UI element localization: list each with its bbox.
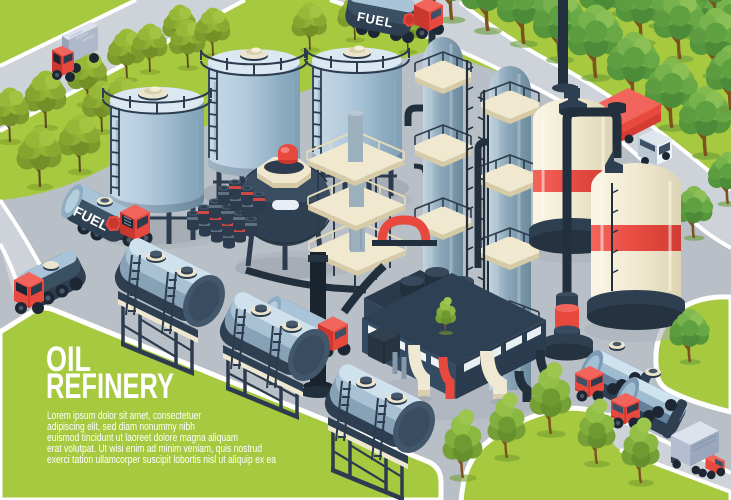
svg-text:exerci tation ullamcorper susc: exerci tation ullamcorper suscipit lobor…: [47, 454, 277, 466]
svg-text:FUEL: FUEL: [356, 9, 394, 31]
svg-text:OIL: OIL: [46, 340, 91, 379]
svg-text:euismod tincidunt ut laoreet d: euismod tincidunt ut laoreet dolore magn…: [47, 432, 238, 444]
svg-text:adipiscing elit, sed diam nonu: adipiscing elit, sed diam nonummy nibh: [47, 421, 195, 433]
svg-text:erat volutpat. Ut wisi enim ad: erat volutpat. Ut wisi enim ad minim ven…: [47, 443, 262, 455]
svg-text:REFINERY: REFINERY: [46, 367, 174, 406]
svg-text:Lorem ipsum dolor sit amet, co: Lorem ipsum dolor sit amet, consectetuer: [47, 410, 201, 422]
